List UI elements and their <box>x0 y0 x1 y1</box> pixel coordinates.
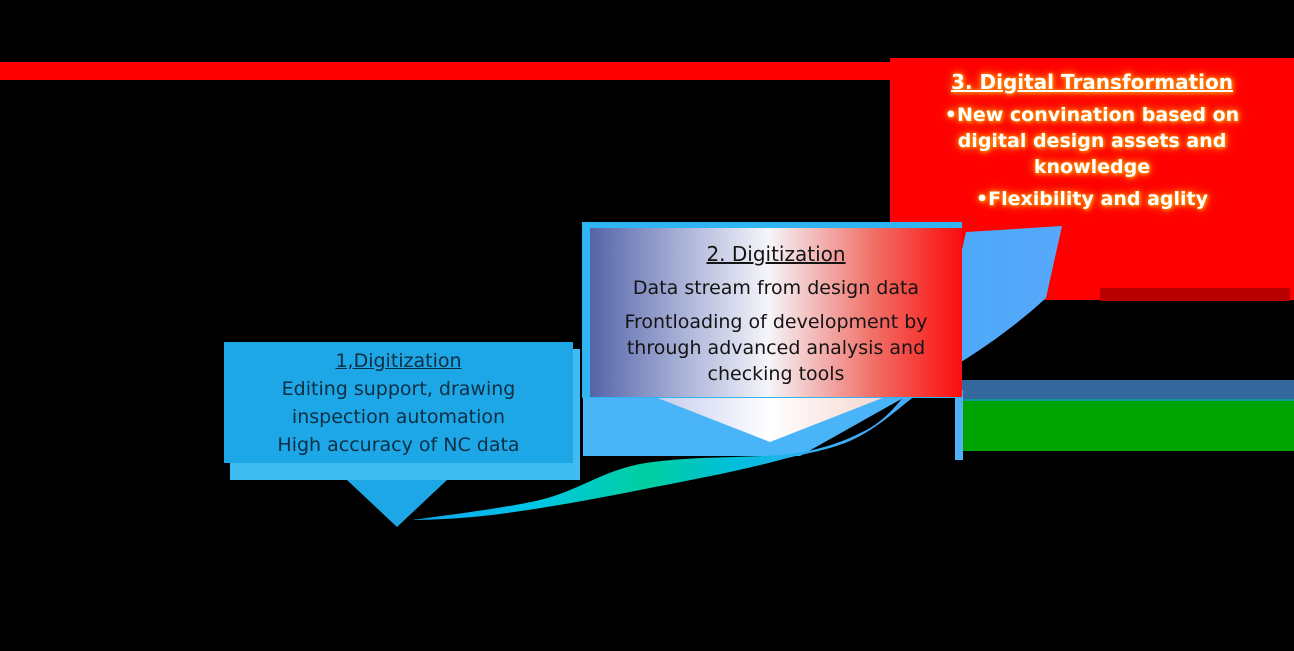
green-bar <box>960 401 1294 451</box>
stage2-line-1: Data stream from design data <box>632 277 920 299</box>
stage2-callout: 2. Digitization Data stream from design … <box>590 228 962 397</box>
stage1-line-3: High accuracy of NC data <box>277 434 520 456</box>
steel-blue-bar <box>960 380 1294 399</box>
stage3-bullet-1: •New convination based on digital design… <box>944 104 1240 178</box>
stage2-line-2: Frontloading of development by through a… <box>624 311 928 385</box>
stage3-bottom-shadow <box>1100 288 1290 301</box>
stage1-line-2: inspection automation <box>291 406 506 428</box>
stage2-arrow-pointer <box>655 397 885 442</box>
stage1-arrow-pointer <box>347 480 447 527</box>
teal-divider-line <box>960 399 1294 401</box>
stage2-underlay-shape <box>583 397 905 456</box>
stage1-title: 1,Digitization <box>335 350 462 372</box>
stage1-line-1: Editing support, drawing <box>281 378 516 400</box>
stage3-title: 3. Digital Transformation <box>951 70 1233 94</box>
stage3-bullet-2: •Flexibility and aglity <box>976 188 1208 210</box>
stage1-callout: 1,Digitization Editing support, drawing … <box>224 342 573 463</box>
stage2-title: 2. Digitization <box>706 242 846 266</box>
